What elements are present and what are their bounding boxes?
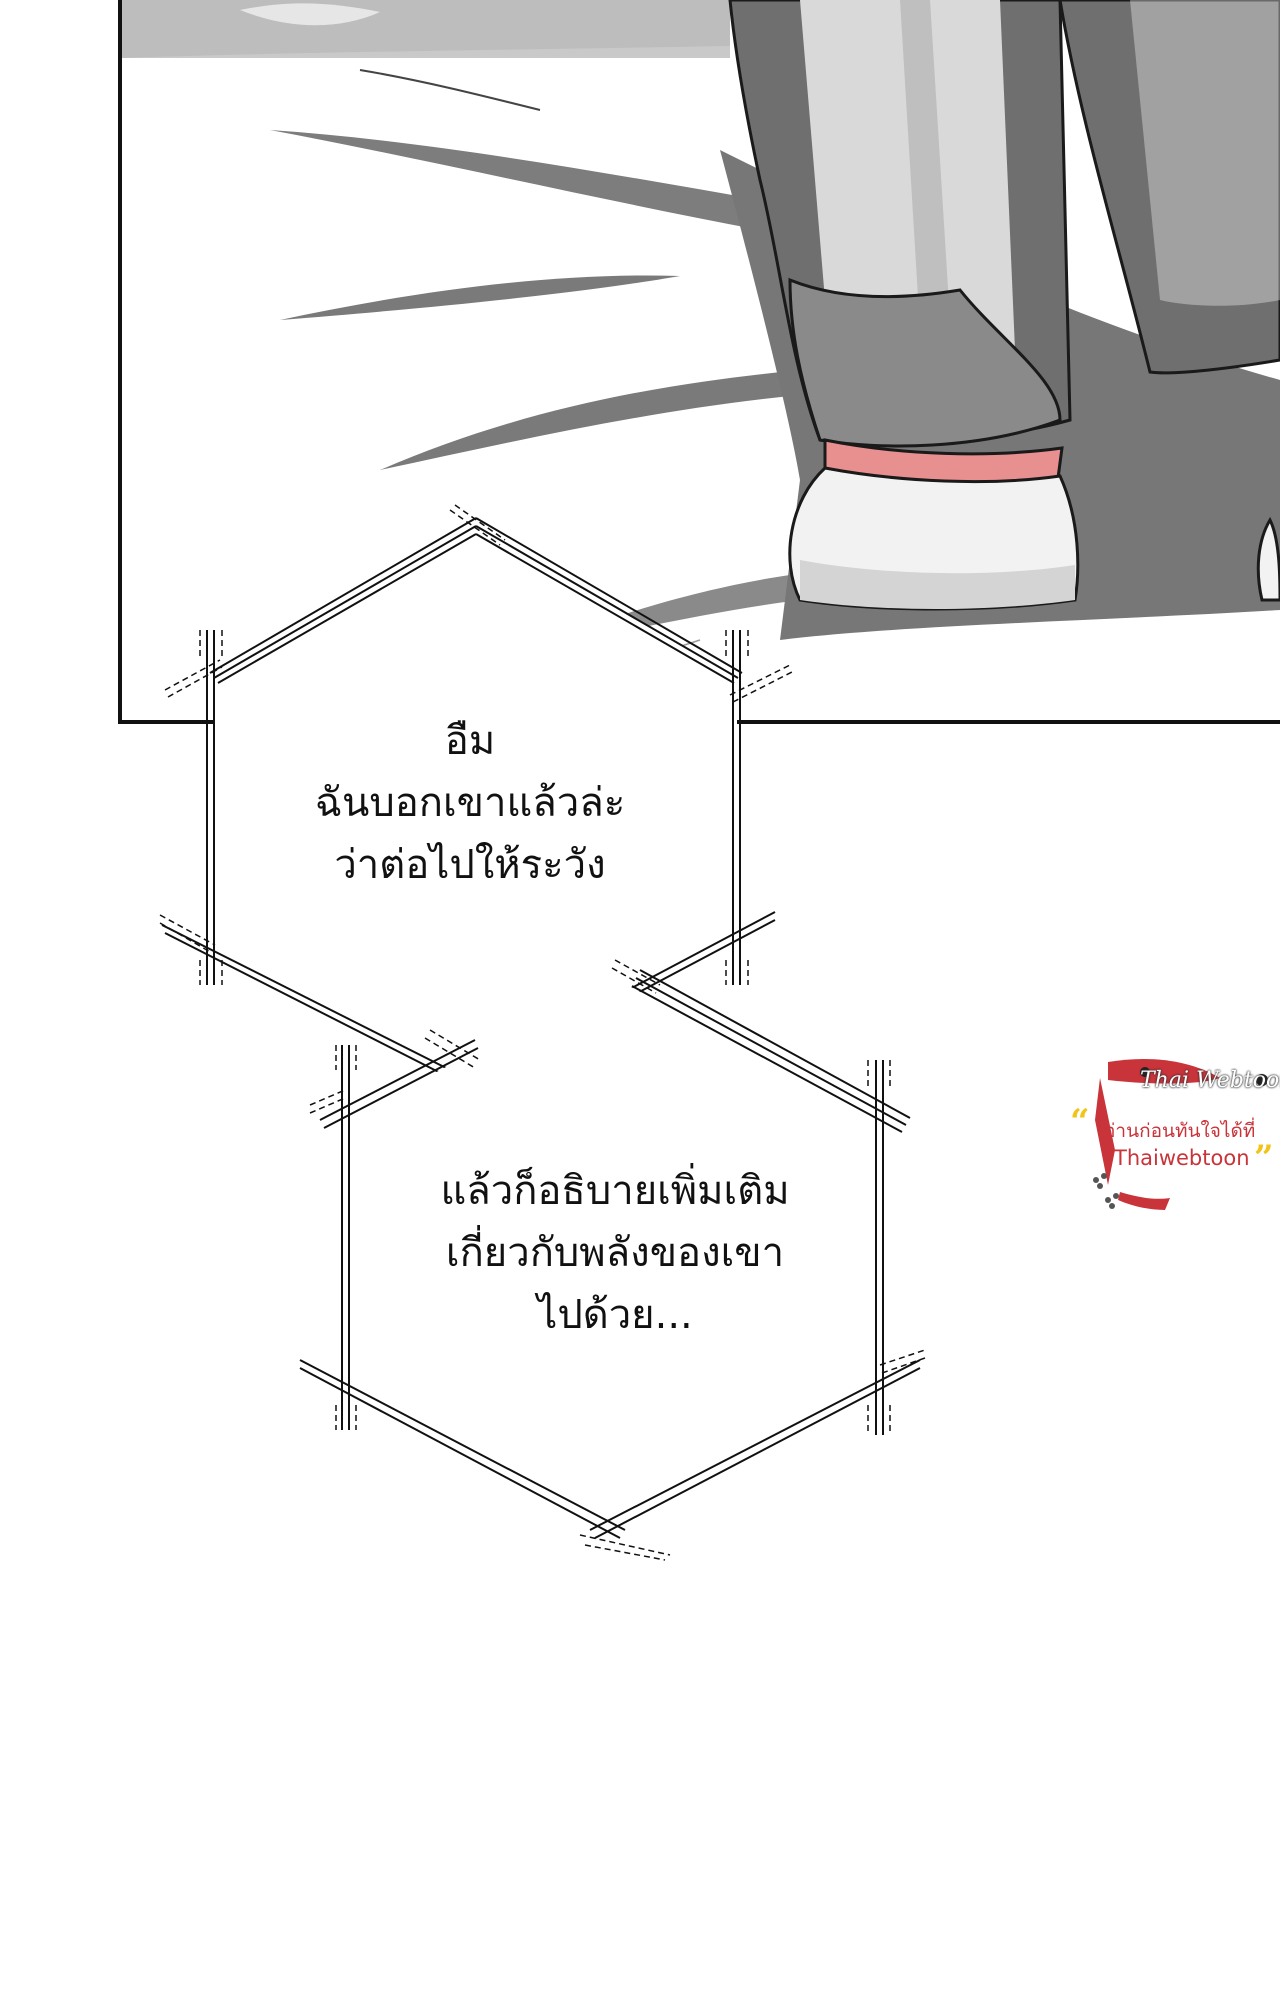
watermark-tagline: อ่านก่อนทันใจได้ที่ — [1104, 1120, 1256, 1142]
top-panel — [118, 0, 1280, 724]
panel-border — [118, 0, 1280, 724]
bubble-1-line-2: ฉันบอกเขาแล้วล่ะ — [314, 780, 626, 826]
pants-right — [1058, 0, 1280, 375]
floor-shadow-3 — [380, 370, 800, 470]
bubble-1-line-1: อืม — [444, 718, 496, 764]
bubble-2-line-3: ไปด้วย... — [537, 1292, 693, 1338]
watermark-close-quote: ” — [1254, 1138, 1274, 1178]
speech-bubble-1-frame — [159, 504, 793, 1100]
floor-shadow-2 — [280, 275, 680, 320]
speech-bubble-1-text: อืม ฉันบอกเขาแล้วล่ะ ว่าต่อไปให้ระวัง — [260, 710, 680, 896]
speech-bubble-2-text: แล้วก็อธิบายเพิ่มเติม เกี่ยวกับพลังของเข… — [395, 1160, 835, 1346]
bubble-1-line-3: ว่าต่อไปให้ระวัง — [334, 842, 606, 888]
site-watermark: Thai Webtoon “ อ่านก่อนทันใจได้ที่ Thaiw… — [1062, 1050, 1280, 1220]
watermark-open-quote: “ — [1070, 1102, 1090, 1142]
bubble-2-line-2: เกี่ยวกับพลังของเขา — [445, 1230, 785, 1276]
watermark-logo: Thai Webtoon — [1140, 1068, 1280, 1093]
floor-shadow-1 — [270, 130, 760, 230]
watermark-graphic — [1093, 1058, 1268, 1210]
speech-bubble-2-frame — [299, 959, 926, 1561]
watermark-site-name: Thaiwebtoon — [1114, 1146, 1250, 1170]
bubble-2-line-1: แล้วก็อธิบายเพิ่มเติม — [440, 1168, 790, 1214]
